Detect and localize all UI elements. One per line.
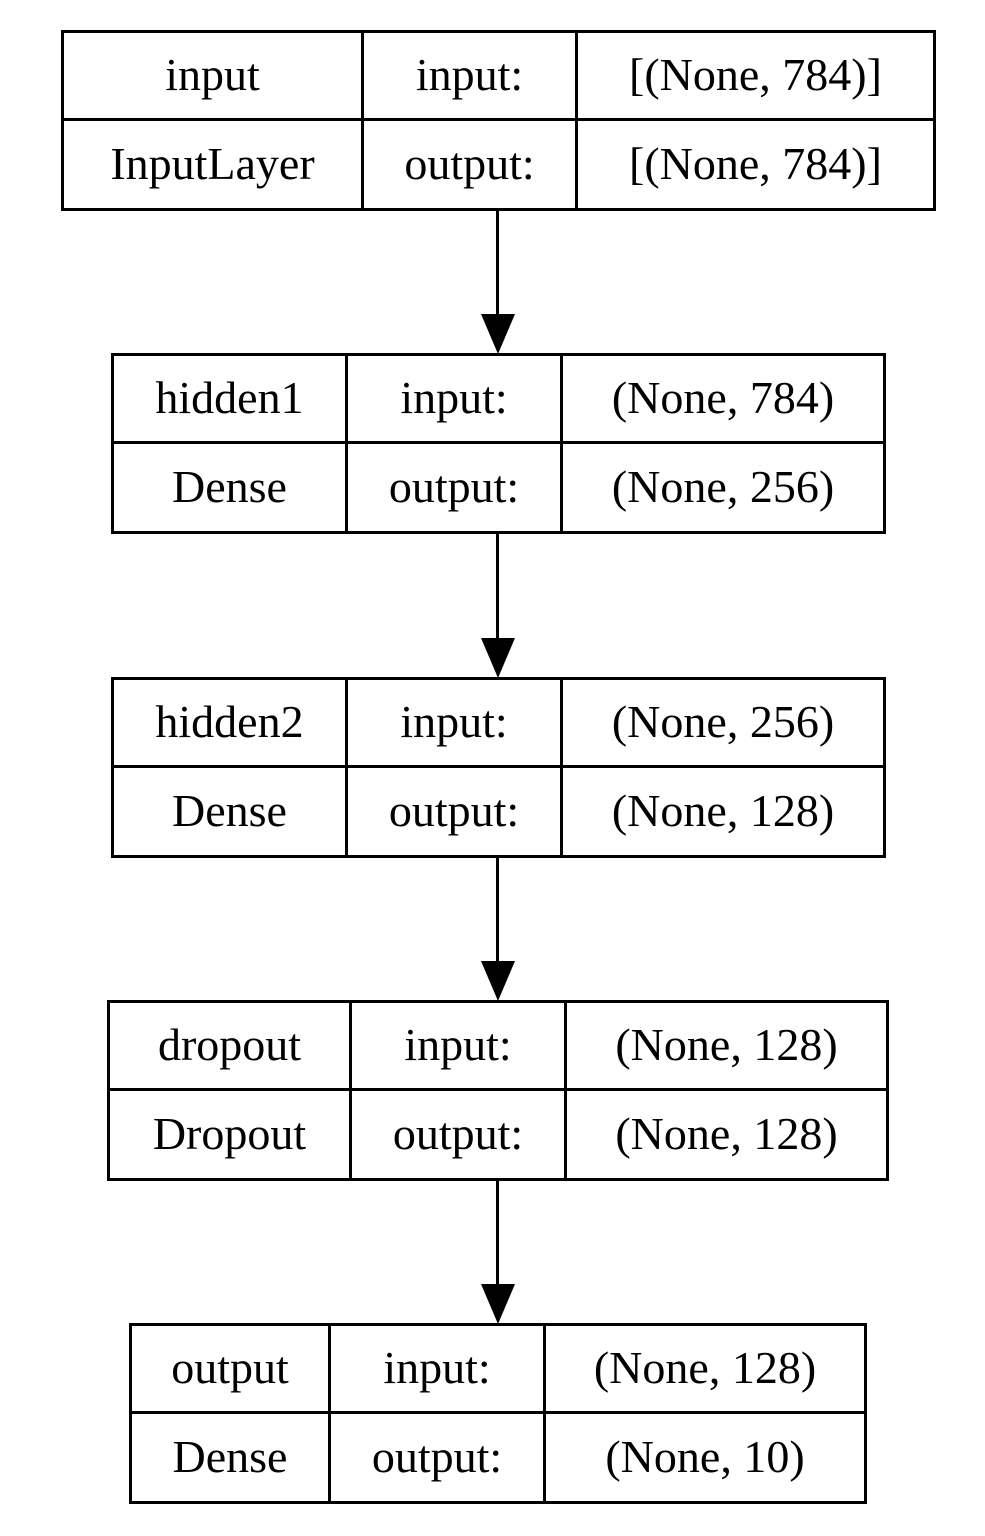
layer-type: InputLayer [64,120,364,208]
output-label: output: [352,1090,567,1178]
layer-type: Dense [132,1413,331,1501]
input-shape: (None, 256) [563,680,883,768]
output-label: output: [364,120,578,208]
layer-type: Dropout [110,1090,352,1178]
input-shape: (None, 128) [567,1003,886,1091]
output-shape: [(None, 784)] [629,138,882,190]
output-shape: (None, 128) [615,1108,838,1160]
input-label: input: [348,356,563,444]
edge-arrow-dropout-to-output [481,1181,515,1324]
edge-arrow-hidden1-to-hidden2 [481,534,515,678]
layer-type: Dense [114,443,348,531]
input-label: input: [331,1326,546,1414]
output-shape: (None, 10) [605,1431,805,1483]
layer-node-hidden2: hidden2 input: (None, 256) Dense output:… [111,677,886,858]
output-label: output: [348,443,563,531]
input-label: input: [348,680,563,768]
layer-node-output: output input: (None, 128) Dense output: … [129,1323,867,1504]
input-shape: (None, 784) [563,356,883,444]
layer-node-hidden1: hidden1 input: (None, 784) Dense output:… [111,353,886,534]
layer-name: hidden1 [114,356,348,444]
output-label: output: [331,1413,546,1501]
layer-name: dropout [110,1003,352,1091]
output-shape: (None, 128) [611,785,835,837]
edge-arrow-input-to-hidden1 [481,211,515,354]
input-label: input: [364,33,578,121]
output-label: output: [348,767,563,855]
edge-arrow-hidden2-to-dropout [481,858,515,1001]
layer-name: input [64,33,364,121]
layer-type: Dense [114,767,348,855]
layer-node-input: input input: [(None, 784)] InputLayer ou… [61,30,936,211]
layer-name: output [132,1326,331,1414]
input-label: input: [352,1003,567,1091]
input-shape: (None, 128) [546,1326,864,1414]
input-shape: [(None, 784)] [578,33,933,121]
layer-name: hidden2 [114,680,348,768]
output-shape: (None, 256) [611,461,835,513]
layer-node-dropout: dropout input: (None, 128) Dropout outpu… [107,1000,889,1181]
